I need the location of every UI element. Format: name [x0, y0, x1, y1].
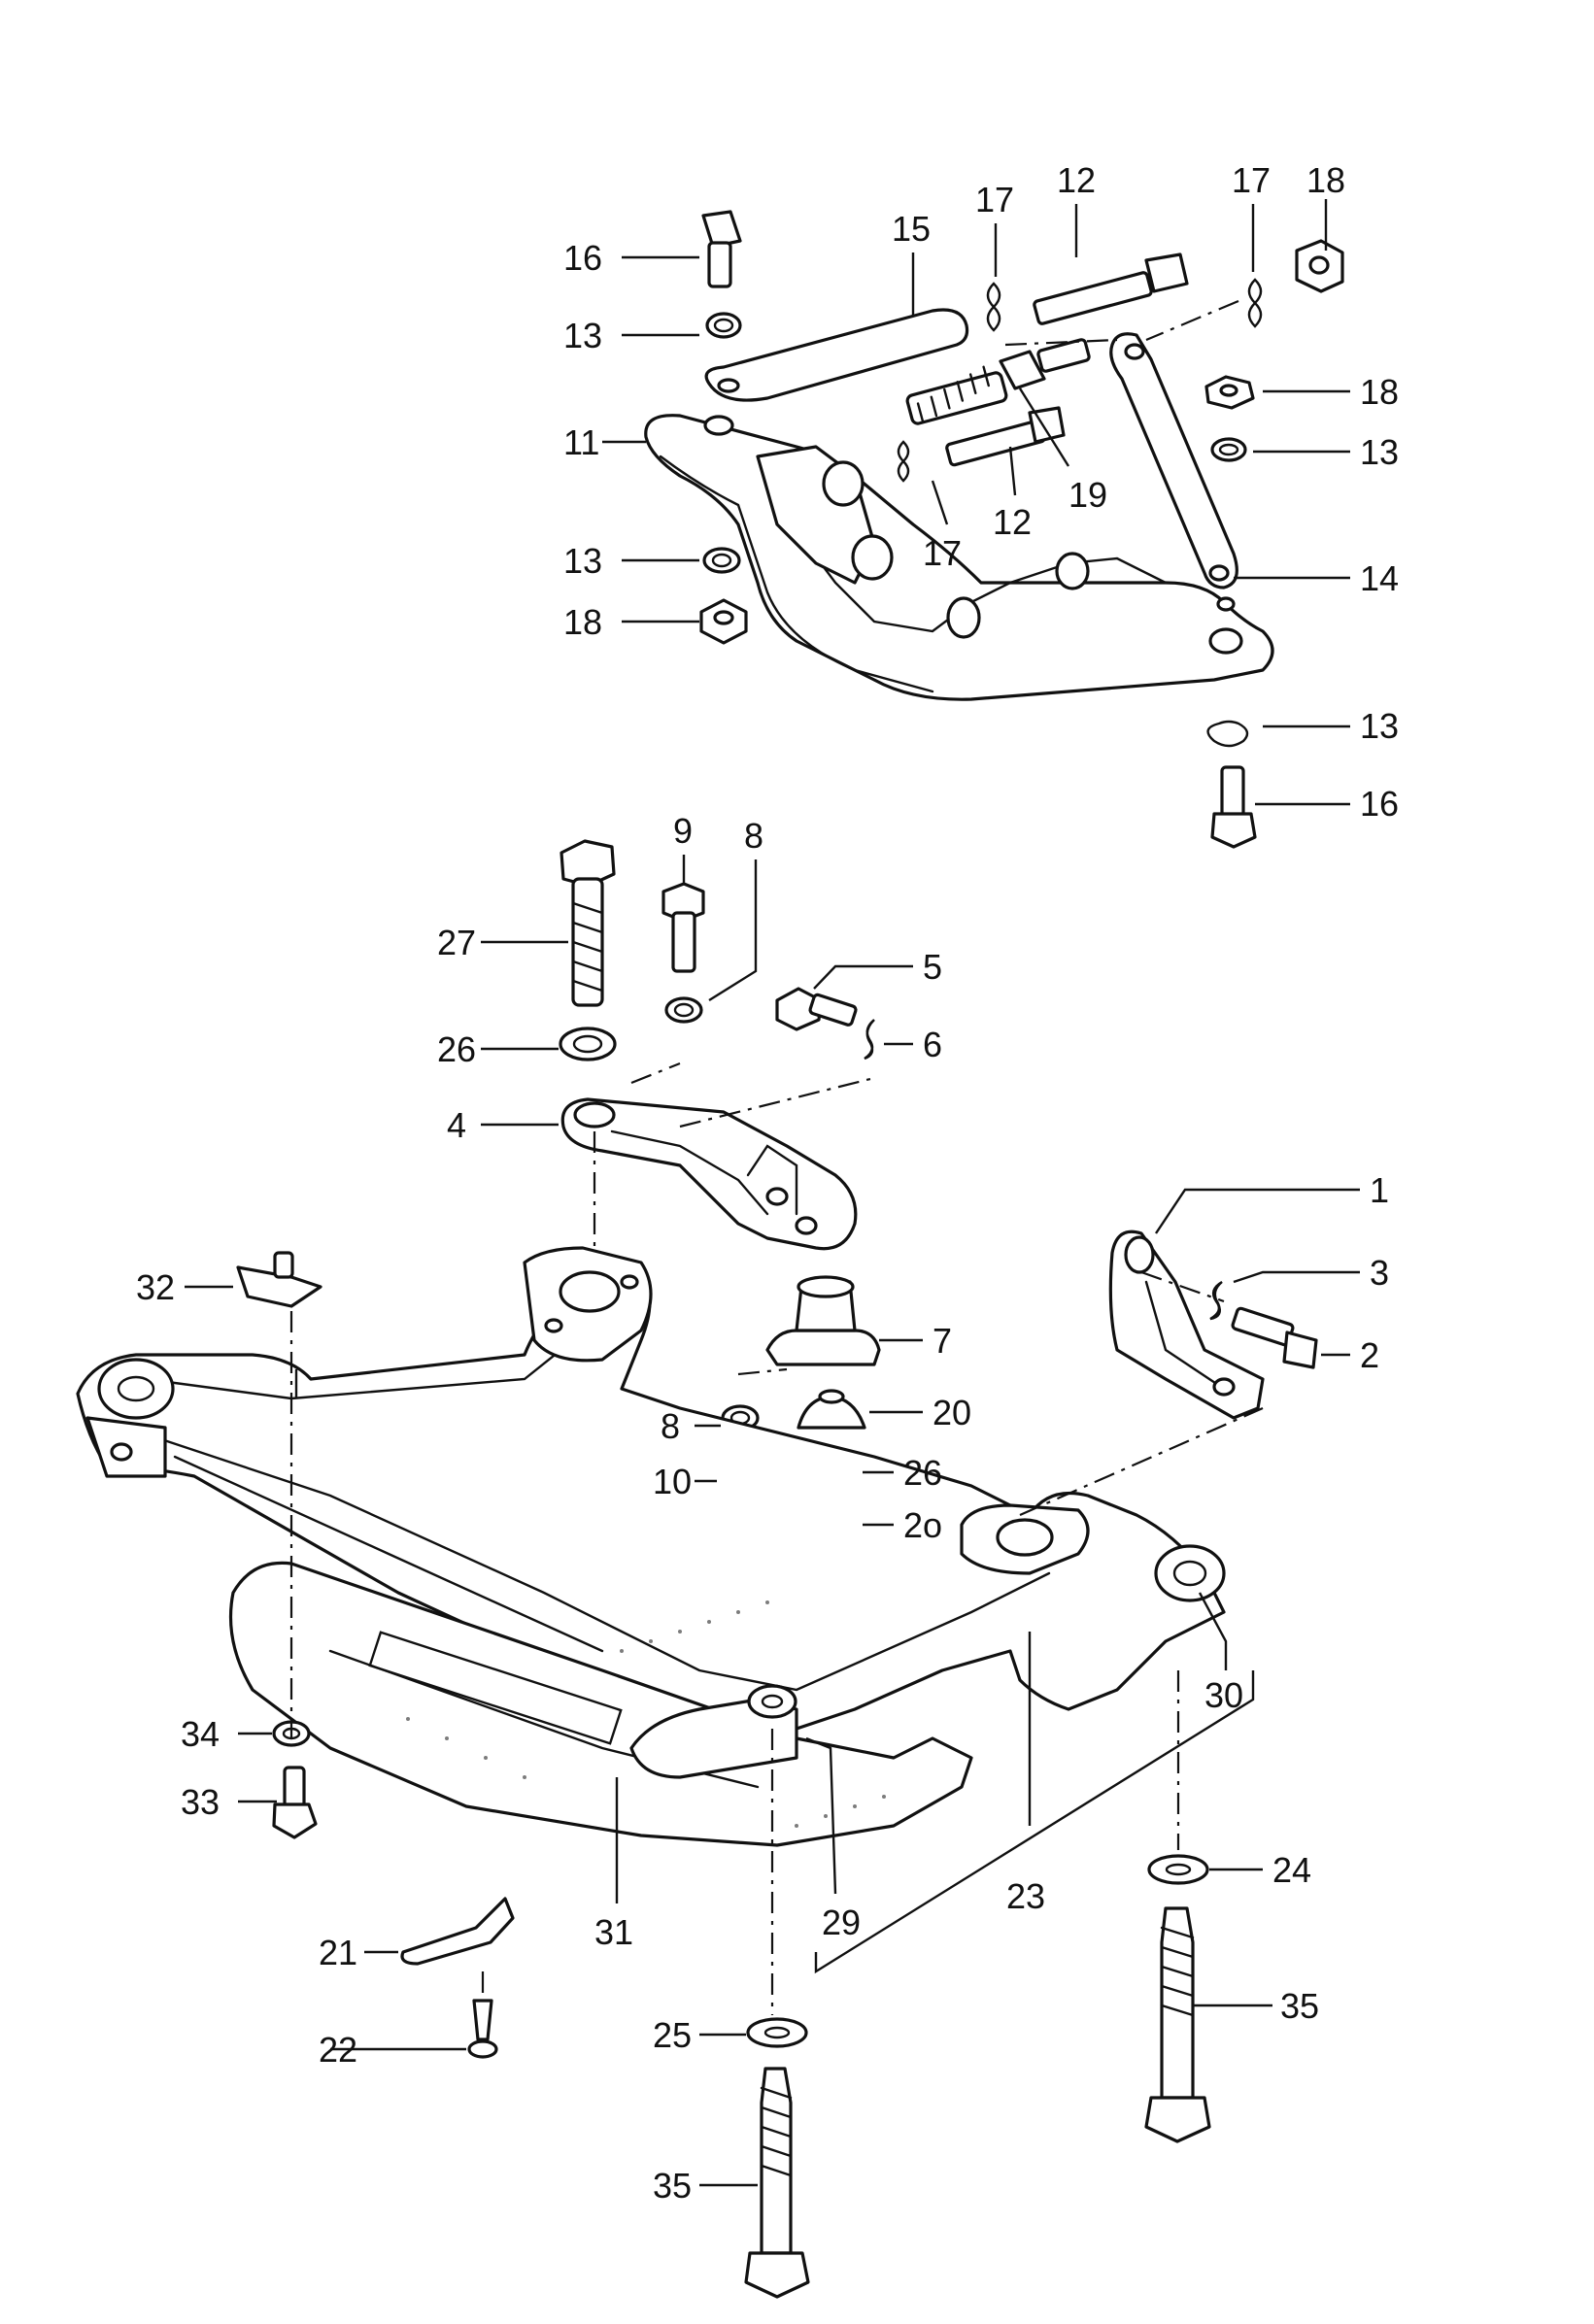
callout-28: 2o — [903, 1505, 942, 1545]
callout-23: 23 — [1006, 1876, 1045, 1916]
callout-2: 2 — [1360, 1335, 1379, 1375]
bolt-12-upper — [1033, 253, 1189, 325]
callout-5: 5 — [923, 947, 942, 987]
callout-32: 32 — [136, 1267, 175, 1307]
clip-21 — [400, 1897, 515, 1966]
clip-3 — [1209, 1280, 1223, 1321]
callout-35b: 35 — [653, 2166, 692, 2206]
callout-12b: 12 — [993, 502, 1032, 542]
bolt-12-lower — [945, 406, 1066, 467]
nut-18-left — [699, 598, 748, 645]
callout-16b: 16 — [1360, 784, 1399, 824]
callout-19: 19 — [1068, 475, 1107, 515]
subframe-crossmember — [76, 1270, 1226, 1750]
callout-1: 1 — [1370, 1170, 1389, 1210]
leader-lines — [185, 199, 1360, 2187]
callout-3: 3 — [1370, 1253, 1389, 1293]
clip-17b — [1247, 278, 1263, 328]
callout-30: 30 — [1204, 1675, 1243, 1715]
rubber-mount-7 — [765, 1275, 881, 1366]
callout-35a: 35 — [1280, 1986, 1319, 2026]
washer-13-left — [702, 547, 741, 574]
callout-11: 11 — [563, 422, 599, 462]
callout-6: 6 — [923, 1025, 942, 1064]
texture-dots — [406, 1600, 886, 1828]
washer-24 — [1147, 1854, 1209, 1885]
washer-13-right — [1210, 437, 1247, 462]
callout-13a: 13 — [563, 316, 602, 355]
callout-10: 10 — [653, 1462, 692, 1501]
washer-26-top — [559, 1027, 617, 1061]
callout-14: 14 — [1360, 558, 1399, 598]
callout-21: 21 — [319, 1933, 357, 1972]
callout-8b: 8 — [661, 1406, 680, 1446]
callout-31: 31 — [594, 1912, 633, 1952]
callout-18a: 18 — [1306, 160, 1345, 200]
callout-22: 22 — [319, 2030, 357, 2070]
callout-labels: 16 15 17 12 17 18 13 18 11 13 19 12 17 1… — [136, 160, 1399, 2206]
callout-13d: 13 — [1360, 706, 1399, 746]
callout-26a: 26 — [437, 1029, 476, 1069]
callout-4: 4 — [447, 1105, 466, 1145]
buffer-20 — [797, 1389, 866, 1430]
upper-bracket-assembly — [644, 210, 1344, 849]
callout-15: 15 — [892, 209, 931, 249]
washer-13-lower-right — [1206, 720, 1249, 748]
washer-25 — [746, 2017, 808, 2048]
bolt-35-right — [1144, 1906, 1211, 2143]
callout-8a: 8 — [744, 816, 763, 856]
callout-9: 9 — [673, 811, 693, 851]
nut-18-mid — [1204, 375, 1255, 410]
washer-8-top — [664, 996, 703, 1024]
bolt-2 — [1231, 1306, 1318, 1369]
callout-20: 20 — [933, 1393, 971, 1432]
adjuster-19 — [905, 338, 1091, 425]
bolt-35-left — [744, 2067, 810, 2299]
callout-25: 25 — [653, 2015, 692, 2055]
mount-29 — [629, 1684, 798, 1779]
subframe-assembly — [76, 1246, 1264, 2299]
callout-12a: 12 — [1057, 160, 1096, 200]
callout-13c: 13 — [563, 541, 602, 581]
callout-18b: 18 — [1360, 372, 1399, 412]
callout-34: 34 — [181, 1714, 220, 1754]
callout-29: 29 — [822, 1903, 861, 1942]
bolt-16-lower — [1210, 765, 1257, 849]
callout-24: 24 — [1272, 1850, 1311, 1890]
screw-22 — [467, 1999, 498, 2059]
bolt-27 — [560, 839, 616, 1007]
clip-17a — [986, 282, 1001, 332]
callout-27: 27 — [437, 923, 476, 962]
callout-33: 33 — [181, 1782, 220, 1822]
callout-26b: 26 — [903, 1453, 942, 1493]
callout-17c: 17 — [923, 533, 962, 573]
bolt-33 — [272, 1766, 318, 1839]
clip-17c — [897, 440, 910, 483]
strut-14 — [1109, 332, 1238, 589]
callout-7: 7 — [933, 1321, 952, 1361]
callout-18c: 18 — [563, 602, 602, 642]
bolt-5 — [775, 987, 858, 1031]
callout-16a: 16 — [563, 238, 602, 278]
bolt-9 — [661, 882, 705, 973]
callout-13b: 13 — [1360, 432, 1399, 472]
strut-15 — [704, 308, 969, 402]
washer-13-top — [705, 312, 742, 339]
bolt-16-top — [701, 210, 742, 288]
callout-17a: 17 — [975, 180, 1014, 219]
bracket-1 — [1108, 1229, 1265, 1420]
cage-nut-32 — [236, 1251, 322, 1308]
clip-6 — [864, 1019, 875, 1061]
callout-17b: 17 — [1232, 160, 1271, 200]
nut-18-top — [1295, 239, 1344, 293]
